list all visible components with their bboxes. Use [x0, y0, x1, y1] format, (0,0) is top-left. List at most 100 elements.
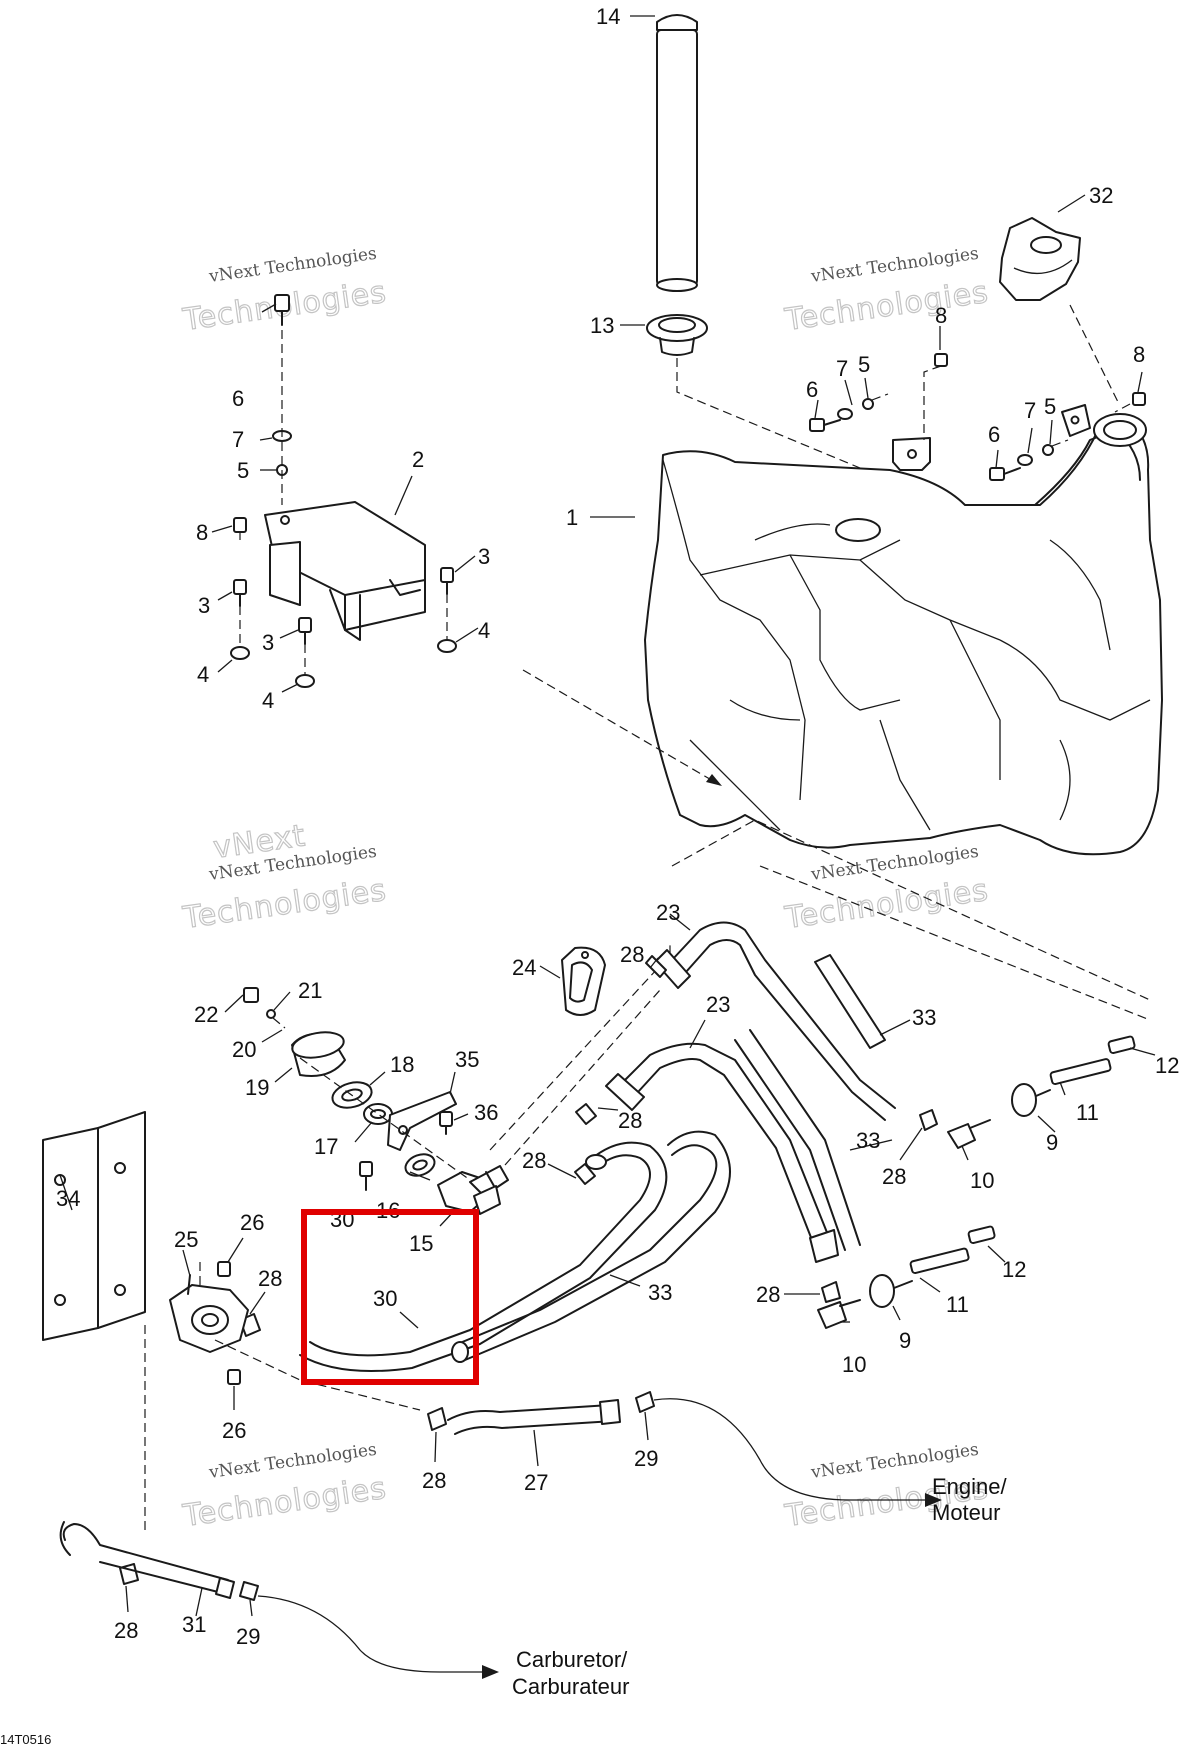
part-32-fuel-cap [999, 217, 1081, 301]
hardware-bracket [230, 294, 457, 688]
callout-10-lower: 10 [842, 1352, 866, 1377]
leader-lines [59, 15, 1156, 1617]
callout-8-tank-right: 8 [1133, 342, 1145, 367]
callout-11-upper: 11 [1076, 1100, 1099, 1125]
parts-9-12-upper [947, 1035, 1136, 1149]
part-23-hose-lower [605, 1042, 839, 1263]
callout-35: 35 [455, 1047, 479, 1072]
assembly-line [1069, 304, 1119, 403]
callout-31: 31 [182, 1612, 206, 1637]
hardware-tank-right [989, 392, 1146, 481]
callout-3-right: 3 [478, 544, 490, 569]
callout-5-bracket: 5 [237, 458, 249, 483]
callout-26-lower: 26 [222, 1418, 246, 1443]
engine-label-fr: Moteur [932, 1500, 1000, 1525]
part-13-grommet [646, 314, 708, 356]
part-24-clip [561, 946, 606, 1016]
callout-9-lower: 9 [899, 1328, 911, 1353]
part-17-gasket [363, 1103, 393, 1125]
callout-23-upper: 23 [656, 900, 680, 925]
part-33-hose-right [814, 954, 886, 1049]
watermark-bottom-left: vNext Technologies Technologies [180, 1440, 390, 1535]
part-25-filter [169, 1274, 249, 1353]
part-20-21-screw [266, 1009, 286, 1029]
callout-36: 36 [474, 1100, 498, 1125]
callout-29-bottom: 29 [236, 1624, 260, 1649]
callout-26-upper: 26 [240, 1210, 264, 1235]
callout-28-upper: 28 [620, 942, 644, 967]
line-to-carburetor [257, 1595, 496, 1673]
assembly-line [214, 1339, 421, 1411]
carburetor-label-fr: Carburateur [512, 1674, 629, 1699]
callout-6-tank-left: 6 [806, 377, 818, 402]
callout-28-lower: 28 [422, 1468, 446, 1493]
part-29-clamp-lower [239, 1581, 259, 1601]
line-to-engine [653, 1398, 940, 1501]
callout-2: 2 [412, 447, 424, 472]
callout-7-bracket: 7 [232, 427, 244, 452]
part-14-filler-tube [656, 14, 698, 292]
figure-code: 14T0516 [0, 1732, 51, 1747]
part-16-oring [404, 1153, 436, 1177]
parts-9-12-lower [817, 1225, 996, 1329]
destination-engine: Engine/ Moteur [932, 1474, 1008, 1525]
callout-28-valve: 28 [522, 1148, 546, 1173]
callout-6-bracket: 6 [232, 386, 244, 411]
assembly-line [671, 819, 1151, 1001]
part-31-hose [59, 1521, 235, 1599]
arrowhead-engine [925, 1493, 942, 1507]
callout-5-tank-right: 5 [1044, 394, 1056, 419]
callout-34: 34 [56, 1186, 80, 1211]
callout-13: 13 [590, 313, 614, 338]
hardware-tank-left [809, 353, 948, 440]
callout-15: 15 [409, 1231, 433, 1256]
destination-carburetor: Carburetor/ Carburateur [512, 1647, 629, 1699]
callout-12-upper: 12 [1155, 1053, 1179, 1078]
part-2-bracket [264, 501, 426, 641]
callout-33-mid: 33 [856, 1128, 880, 1153]
watermark-top-right: vNext Technologies Technologies [782, 244, 992, 339]
callout-7-tank-left: 7 [836, 356, 848, 381]
callout-28-lower-right: 28 [756, 1282, 780, 1307]
part-29-clamp-upper [635, 1391, 655, 1413]
watermark-mid-right: vNext Technologies Technologies [782, 842, 992, 937]
callout-33-upper: 33 [912, 1005, 936, 1030]
callout-28-filter: 28 [258, 1266, 282, 1291]
callout-18: 18 [390, 1052, 414, 1077]
callout-3-mid: 3 [262, 630, 274, 655]
callout-23-lower: 23 [706, 992, 730, 1017]
callout-32: 32 [1089, 183, 1113, 208]
part-36-screw [439, 1111, 453, 1135]
watermark-top-left: vNext Technologies Technologies [180, 244, 390, 339]
part-30-hose [299, 1141, 668, 1372]
part-22-nut [243, 987, 259, 1003]
callout-22: 22 [194, 1002, 218, 1027]
part-15-valve [437, 1165, 509, 1215]
callout-6-tank-right: 6 [988, 422, 1000, 447]
part-26-bolts [217, 1261, 241, 1385]
callout-1: 1 [566, 505, 578, 530]
part-34-bracket [42, 1111, 146, 1341]
callout-24: 24 [512, 955, 536, 980]
callout-25: 25 [174, 1227, 198, 1252]
highlight-box [301, 1209, 479, 1385]
part-1-fuel-tank [644, 404, 1163, 856]
callout-19: 19 [245, 1075, 269, 1100]
part-23-hose-upper [645, 921, 896, 1121]
part-33-hose-lower [451, 1130, 731, 1363]
callout-17: 17 [314, 1134, 338, 1159]
part-19-knob [291, 1031, 346, 1077]
arrowhead-carburetor [482, 1665, 499, 1679]
callout-28-mid: 28 [618, 1108, 642, 1133]
assembly-line [299, 1057, 471, 1181]
assembly-arrowhead [706, 774, 722, 786]
assembly-line [504, 989, 661, 1166]
part-30-screw-upper [359, 1161, 373, 1191]
callout-5-tank-left: 5 [858, 352, 870, 377]
callout-14: 14 [596, 4, 620, 29]
callout-4-left: 4 [197, 662, 209, 687]
callout-21: 21 [298, 978, 322, 1003]
callout-29-upper: 29 [634, 1446, 658, 1471]
callout-28-right: 28 [882, 1164, 906, 1189]
